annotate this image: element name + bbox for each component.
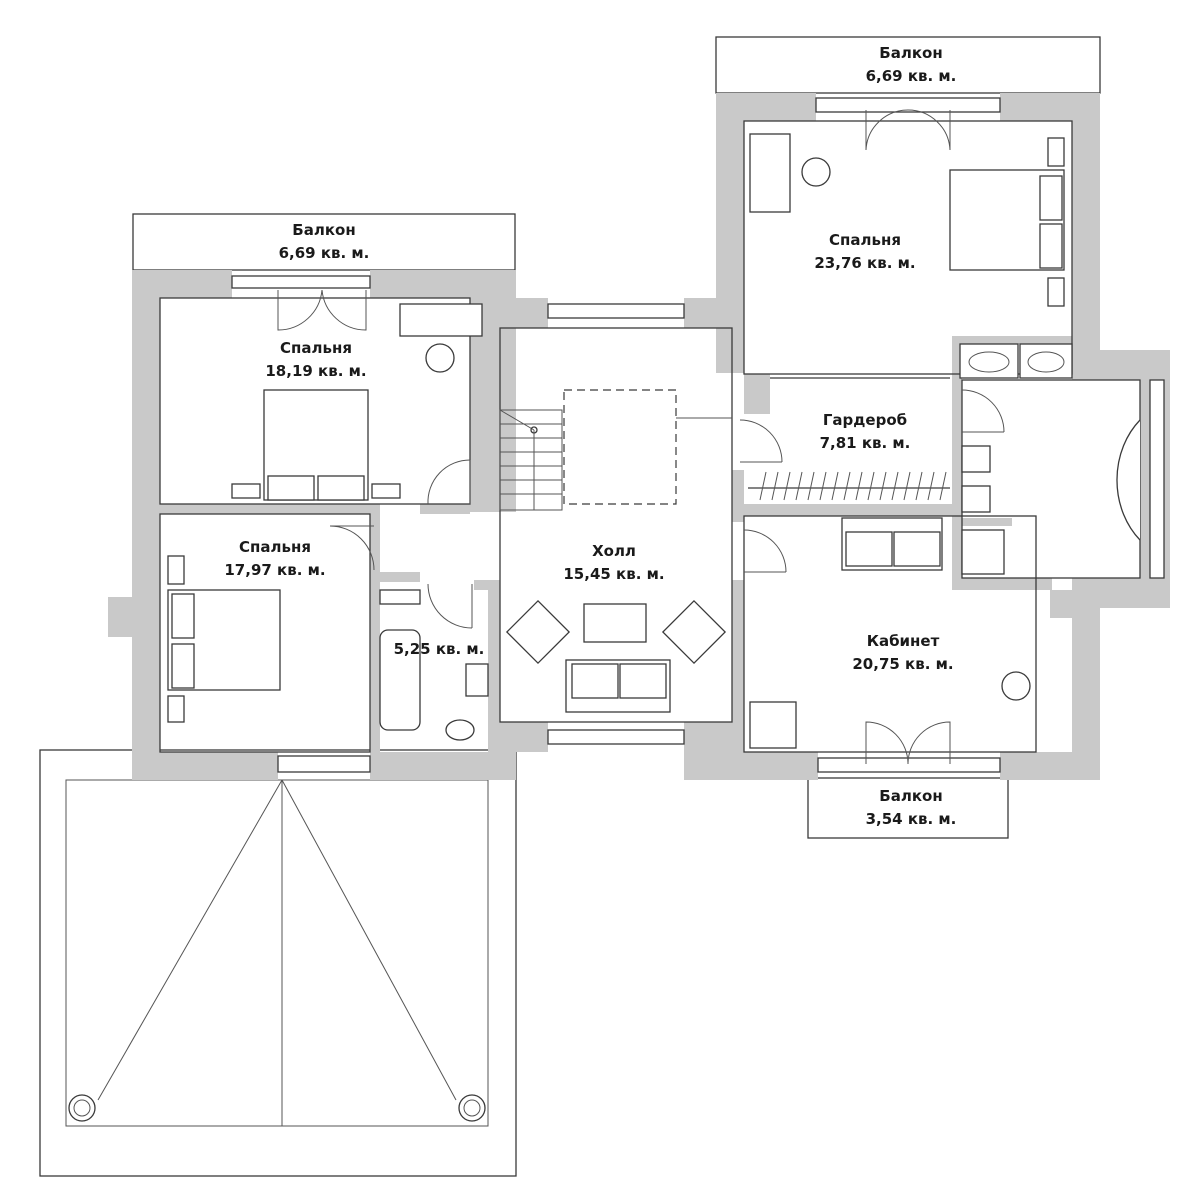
hall-furniture bbox=[505, 599, 727, 713]
hall-name: Холл bbox=[592, 542, 636, 560]
bathroom-area: 5,25 кв. м. bbox=[394, 640, 485, 658]
staircase bbox=[499, 389, 732, 511]
bedroom-right-area: 23,76 кв. м. bbox=[814, 254, 915, 272]
bedroom-right-name: Спальня bbox=[829, 231, 901, 249]
study-name: Кабинет bbox=[867, 632, 940, 650]
room-labels: Балкон 6,69 кв. м. Балкон 6,69 кв. м. Ба… bbox=[224, 44, 956, 828]
balcony-outlines bbox=[132, 36, 1101, 839]
roof bbox=[39, 749, 517, 1177]
balcony-bottom-name: Балкон bbox=[879, 787, 942, 805]
wardrobe-area: 7,81 кв. м. bbox=[820, 434, 911, 452]
wardrobe-name: Гардероб bbox=[823, 411, 907, 429]
bedroom-left-furniture bbox=[167, 555, 281, 723]
study-furniture bbox=[749, 517, 1031, 749]
balcony-right-area: 6,69 кв. м. bbox=[866, 67, 957, 85]
bedroom-left-name: Спальня bbox=[239, 538, 311, 556]
bedroom-top-left-area: 18,19 кв. м. bbox=[265, 362, 366, 380]
balcony-left-name: Балкон bbox=[292, 221, 355, 239]
main-bathroom-fixtures bbox=[959, 343, 1141, 575]
bedroom-top-left-furniture bbox=[231, 303, 483, 501]
study-area: 20,75 кв. м. bbox=[852, 655, 953, 673]
bathroom-fixtures bbox=[379, 589, 489, 741]
bedroom-right-furniture bbox=[749, 133, 1065, 307]
windows bbox=[231, 97, 1165, 773]
walls bbox=[108, 93, 1170, 780]
hall-area: 15,45 кв. м. bbox=[563, 565, 664, 583]
balcony-left-area: 6,69 кв. м. bbox=[279, 244, 370, 262]
bedroom-top-left-name: Спальня bbox=[280, 339, 352, 357]
bedroom-left-area: 17,97 кв. м. bbox=[224, 561, 325, 579]
balcony-right-name: Балкон bbox=[879, 44, 942, 62]
balcony-bottom-area: 3,54 кв. м. bbox=[866, 810, 957, 828]
wardrobe-rods bbox=[748, 377, 950, 501]
doors bbox=[277, 109, 1005, 765]
